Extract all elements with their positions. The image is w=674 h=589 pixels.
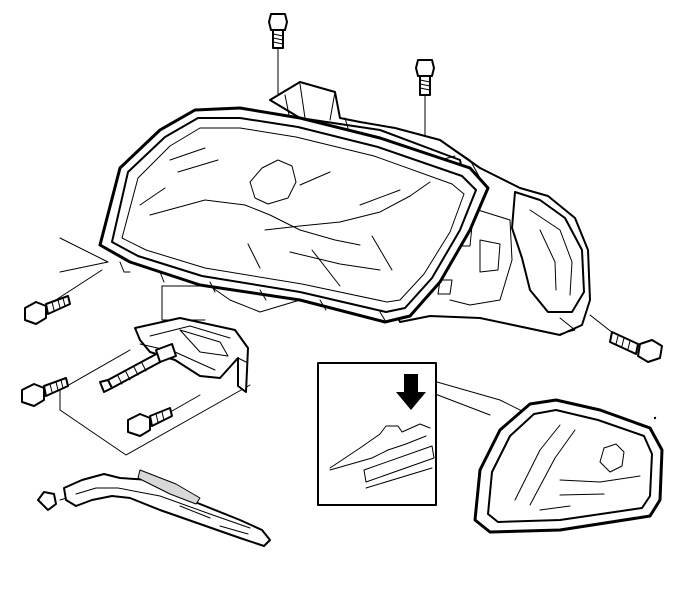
arrow-down-icon — [396, 374, 426, 410]
adjuster-bracket — [134, 317, 249, 393]
top-bolt — [268, 13, 288, 49]
side-bolt — [127, 407, 173, 437]
headlamp-lens — [98, 106, 490, 324]
side-bolt — [21, 377, 69, 407]
clip-detail-inset — [317, 362, 437, 506]
headlamp-housing — [269, 81, 591, 336]
washer-wiper-arm — [37, 469, 271, 547]
indicator-lamp — [473, 398, 664, 534]
adjuster-screw — [99, 343, 177, 393]
top-bolt — [415, 59, 435, 96]
side-bolt — [24, 295, 71, 325]
side-bolt — [609, 331, 663, 363]
